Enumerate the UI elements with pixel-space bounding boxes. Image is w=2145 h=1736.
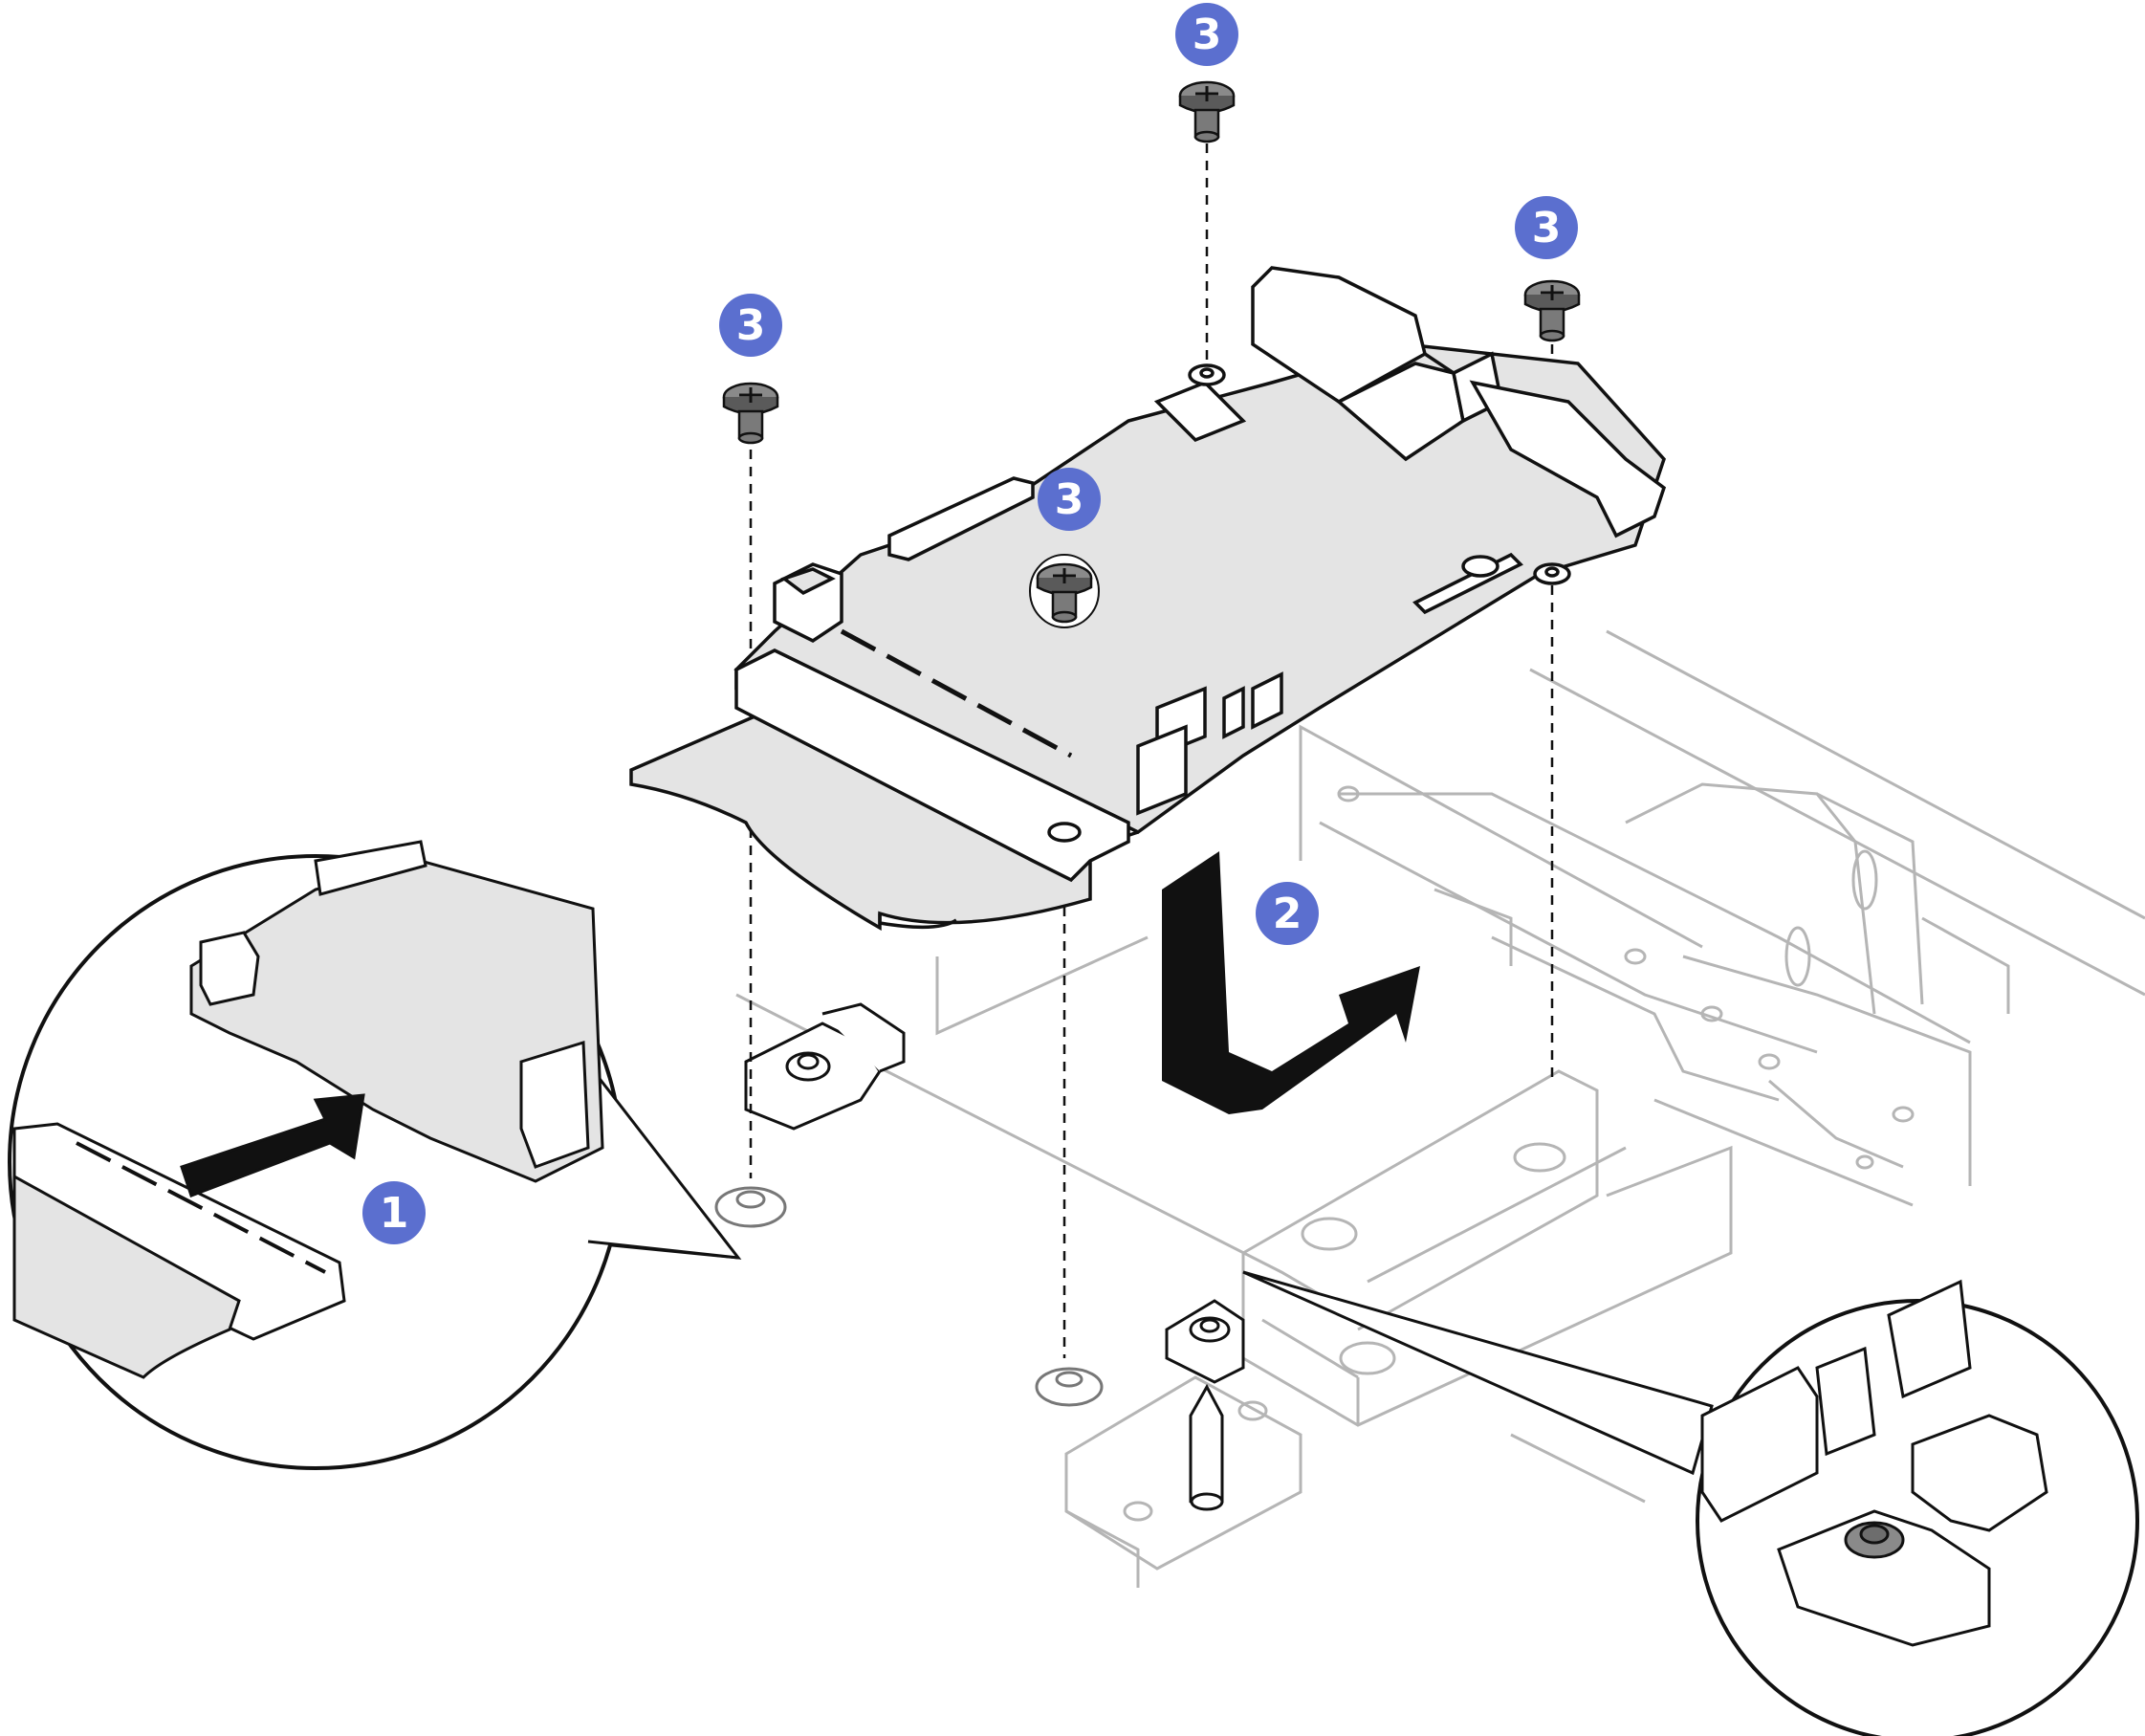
detail-callout-right — [1242, 1270, 2139, 1736]
callout-step-3a: 3 — [1175, 3, 1238, 66]
screw-3 — [1523, 279, 1581, 342]
rear-bracket — [1064, 1069, 1733, 1588]
callout-step-3b: 3 — [1515, 196, 1578, 259]
standoff-bracket-right — [1165, 1299, 1245, 1384]
screw-1 — [722, 382, 779, 445]
callout-step-1: 1 — [362, 1181, 426, 1244]
svg-text:3: 3 — [1532, 204, 1562, 253]
standoff-icon — [714, 1186, 1104, 1407]
svg-text:2: 2 — [1273, 890, 1302, 938]
svg-text:1: 1 — [380, 1189, 409, 1238]
standoff-bracket-left — [744, 1002, 906, 1131]
callout-step-3d: 3 — [1038, 468, 1101, 531]
detail-callout-left — [8, 840, 742, 1470]
callout-step-3c: 3 — [719, 294, 782, 357]
svg-text:3: 3 — [1055, 475, 1084, 524]
screw-4 — [1029, 554, 1100, 628]
svg-text:3: 3 — [1193, 11, 1222, 59]
svg-text:3: 3 — [736, 301, 766, 350]
guide-pin-icon — [1189, 1383, 1224, 1511]
screw-2 — [1178, 80, 1236, 143]
screw-icon — [722, 80, 1581, 628]
callout-step-2: 2 — [1256, 882, 1319, 945]
system-io-board — [629, 266, 1667, 932]
arrow-icon — [1162, 851, 1420, 1114]
